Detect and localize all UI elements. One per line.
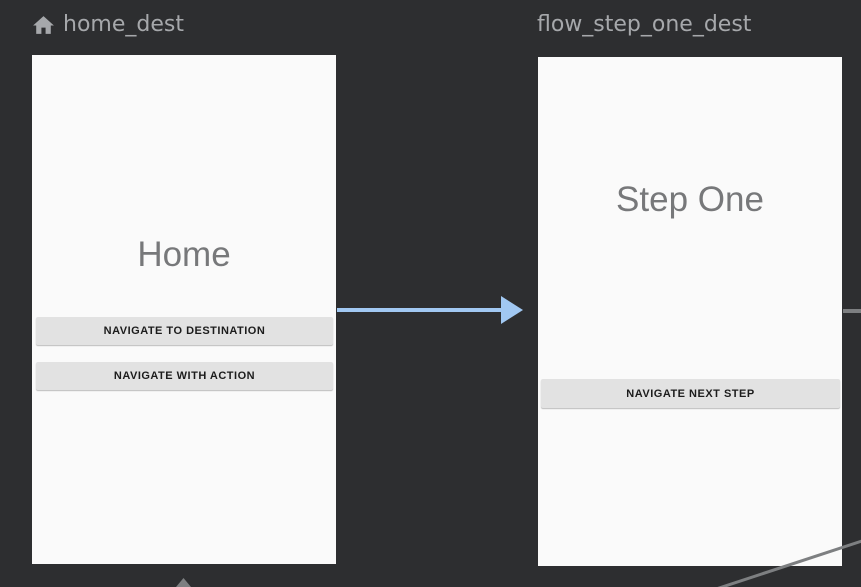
edge-offscreen-diagonal[interactable] — [710, 539, 861, 587]
screen-title: Home — [137, 235, 231, 274]
home-icon — [33, 15, 54, 34]
navigate-next-step-button: NAVIGATE NEXT STEP — [541, 379, 840, 408]
destination-header-home[interactable]: home_dest — [31, 12, 184, 38]
destination-preview-flow-step-one[interactable]: Step One NAVIGATE NEXT STEP — [538, 57, 842, 566]
navigate-to-destination-button: NAVIGATE TO DESTINATION — [36, 317, 333, 345]
edge-arrowhead-bottom-to-home[interactable] — [176, 578, 191, 587]
destination-preview-home[interactable]: Home NAVIGATE TO DESTINATION NAVIGATE WI… — [32, 55, 336, 564]
destination-header-flow-step-one[interactable]: flow_step_one_dest — [537, 12, 751, 38]
destination-label: flow_step_one_dest — [537, 12, 752, 37]
destination-label: home_dest — [63, 12, 184, 37]
action-arrow-home-to-step-one[interactable] — [337, 296, 523, 324]
navigate-with-action-button: NAVIGATE WITH ACTION — [36, 362, 333, 390]
screen-title: Step One — [616, 180, 764, 219]
